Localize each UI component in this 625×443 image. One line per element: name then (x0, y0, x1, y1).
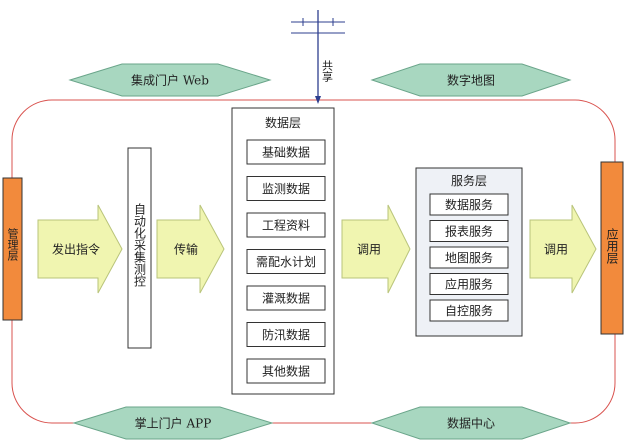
diamond-digital-map: 数字地图 (370, 63, 572, 97)
service-layer-item-label-3: 应用服务 (445, 277, 493, 292)
diamond-data-center: 数据中心 (370, 406, 572, 440)
arrow-invoke-left: 调用 (341, 204, 411, 294)
integrated-portal-web-label: 集成门户 Web (131, 73, 209, 88)
service-layer-item-label-1: 报表服务 (445, 224, 493, 239)
management-layer-label: 管理层 (6, 227, 19, 262)
issue-command-label: 发出指令 (52, 242, 100, 257)
service-layer-item-box-3 (429, 273, 509, 295)
management-layer-bar: 管理层 (2, 177, 23, 321)
arrow-transmit: 传输 (156, 204, 225, 294)
service-layer-item-label-2: 地图服务 (445, 250, 493, 265)
data-layer-item-box-3 (246, 249, 326, 274)
invoke-left-label: 调用 (357, 243, 381, 257)
service-layer-item-label-4: 自控服务 (445, 303, 493, 318)
data-layer-item-label-5: 防汛数据 (262, 327, 310, 342)
data-layer-item-label-2: 工程资料 (262, 218, 310, 233)
arrow-issue-command: 发出指令 (37, 204, 123, 294)
data-layer-item-label-4: 灌溉数据 (262, 291, 310, 306)
share-label: 共享 (321, 60, 334, 82)
data-layer-item-label-0: 基础数据 (262, 145, 310, 160)
mobile-portal-app-label: 掌上门户 APP (135, 416, 212, 431)
invoke-right-label: 调用 (544, 243, 568, 257)
application-layer-bar: 应用层 (600, 161, 624, 335)
data-layer-item-box-5 (246, 322, 326, 347)
application-layer-label: 应用层 (605, 227, 619, 265)
auto-collection-label: 自动化采集测控 (133, 203, 147, 287)
service-layer-title: 服务层 (451, 173, 487, 188)
share-connector (291, 10, 345, 104)
service-layer-item-label-0: 数据服务 (445, 197, 493, 212)
data-layer-item-box-2 (246, 212, 326, 238)
data-layer-item-box-6 (246, 358, 326, 384)
data-layer-item-box-0 (246, 139, 326, 165)
arrow-invoke-right: 调用 (529, 204, 597, 294)
data-layer-item-box-1 (246, 176, 326, 201)
diamond-mobile-portal-app: 掌上门户 APP (72, 406, 274, 440)
transmit-label: 传输 (174, 242, 198, 257)
service-layer-item-box-4 (429, 299, 509, 322)
data-layer-item-box-4 (246, 285, 326, 311)
service-layer-item-box-1 (429, 220, 509, 242)
digital-map-label: 数字地图 (447, 73, 495, 88)
service-layer-item-box-0 (429, 193, 509, 216)
data-layer-item-label-6: 其他数据 (262, 364, 310, 379)
service-layer-item-box-2 (429, 246, 509, 269)
auto-collection-box: 自动化采集测控 (127, 147, 152, 349)
diamond-integrated-portal-web: 集成门户 Web (68, 63, 272, 97)
data-layer-item-label-1: 监测数据 (262, 181, 310, 196)
data-layer-title: 数据层 (265, 115, 301, 130)
data-layer-item-label-3: 需配水计划 (256, 255, 316, 269)
data-center-label: 数据中心 (447, 416, 495, 431)
